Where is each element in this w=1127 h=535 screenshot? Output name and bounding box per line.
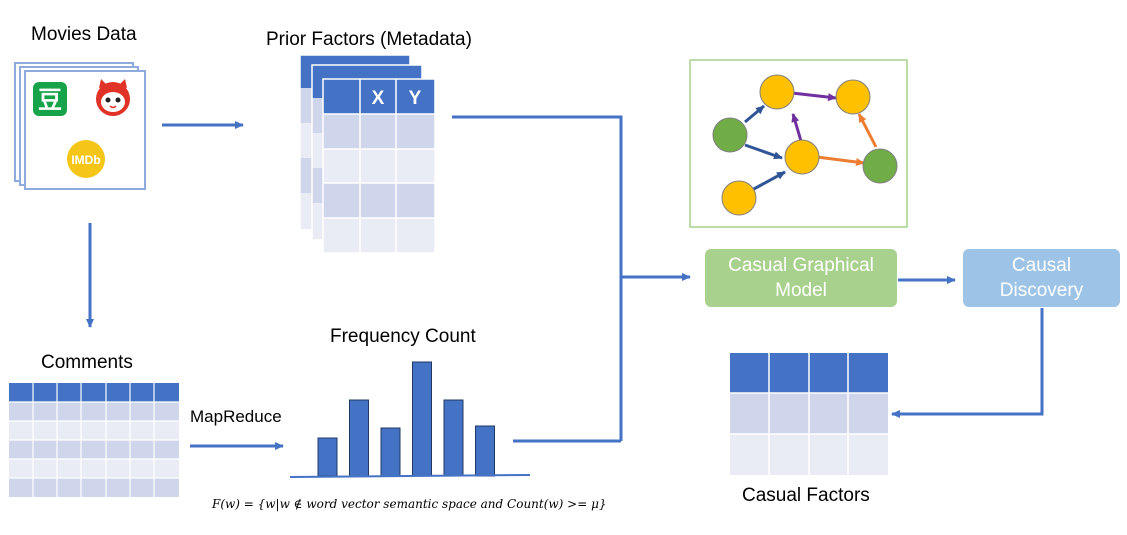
movies-data-label: Movies Data [31, 24, 137, 45]
douban-logo-icon: 豆 [33, 82, 67, 116]
causal-graph-nodes [712, 74, 898, 216]
causal-discovery-box: Causal Discovery [963, 249, 1120, 307]
comments-label: Comments [41, 352, 133, 373]
table-header-y: Y [409, 88, 422, 109]
filter-formula: F(w) = {w|w ∉ word vector semantic space… [212, 497, 607, 511]
prior-factors-table-front: X Y [322, 78, 436, 254]
frequency-bar [412, 361, 432, 477]
frequency-bar [349, 399, 369, 477]
cat-face-icon [96, 79, 130, 116]
frequency-bar [475, 425, 495, 477]
mapreduce-label: MapReduce [190, 407, 282, 426]
frequency-bar [317, 437, 338, 477]
flow-arrows [86, 115, 1044, 450]
graph-node [835, 79, 871, 115]
graph-node [862, 148, 898, 184]
frequency-baseline [289, 474, 531, 478]
frequency-count-label: Frequency Count [330, 326, 476, 347]
frequency-bar-chart [317, 361, 495, 477]
graph-node [712, 117, 748, 153]
table-header-x: X [372, 88, 385, 109]
frequency-bar [380, 427, 401, 477]
arrow-discovery-to-factors [891, 308, 1044, 418]
douban-logo-text: 豆 [38, 86, 62, 114]
prior-factors-label: Prior Factors (Metadata) [266, 29, 472, 50]
imdb-logo-icon: IMDb [67, 140, 105, 178]
comments-table [9, 383, 179, 497]
graph-node [721, 180, 757, 216]
causal-graph-edges [744, 91, 878, 192]
graph-node [784, 139, 820, 175]
casual-graphical-model-box: Casual Graphical Model [705, 249, 897, 307]
graph-node [759, 74, 795, 110]
imdb-logo-text: IMDb [71, 153, 100, 167]
casual-factors-label: Casual Factors [742, 485, 870, 506]
line-prior-to-merge [452, 115, 623, 441]
frequency-bar [443, 399, 464, 477]
casual-factors-table [730, 353, 888, 475]
